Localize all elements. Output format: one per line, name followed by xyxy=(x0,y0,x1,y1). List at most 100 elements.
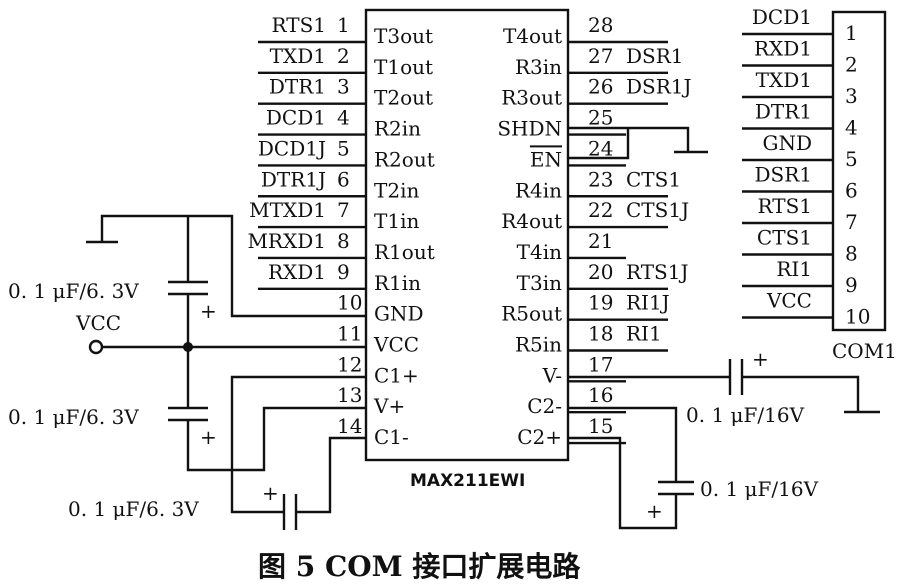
pin-name: T2in xyxy=(374,178,419,202)
pin-signal-label: DTR1J xyxy=(261,167,326,191)
pin-number: 17 xyxy=(588,352,613,376)
pin-name: T3in xyxy=(517,271,562,295)
shdn-en-tie-wire xyxy=(568,126,690,152)
chip-left-pin: VCC 11 xyxy=(337,322,419,357)
pin-name: R3in xyxy=(515,55,562,79)
pin-name: T4out xyxy=(503,24,562,48)
cap-c2-plus: + xyxy=(200,425,217,449)
pin-number: 13 xyxy=(337,383,362,407)
pin-number: 25 xyxy=(588,106,613,130)
pin-name: VCC xyxy=(373,333,419,357)
chip-right-pin: EN 24 xyxy=(530,136,626,171)
pin-number: 8 xyxy=(337,229,350,253)
pin-number: 6 xyxy=(337,167,350,191)
com1-pin-signal: VCC xyxy=(766,289,812,313)
pin-number: 10 xyxy=(337,291,362,315)
com1-pin-signal: DSR1 xyxy=(754,163,812,187)
pin-name: V- xyxy=(542,363,562,387)
pin-name: T2out xyxy=(374,86,433,110)
cap-c2-wire xyxy=(186,406,366,472)
cap-c3-wire-right xyxy=(296,436,366,514)
pin-number: 16 xyxy=(588,383,613,407)
com1-pin-signal: GND xyxy=(762,131,812,155)
chip-name: MAX211EWI xyxy=(410,471,525,491)
pin-name: C1- xyxy=(374,425,409,449)
pin-signal-label: DCD1J xyxy=(258,136,326,160)
cap-c5-label: 0. 1 μF/16V xyxy=(700,477,819,501)
cap-c5-plus: + xyxy=(646,499,663,523)
pin-signal-label: CTS1 xyxy=(626,167,681,191)
pin-name: EN xyxy=(530,147,562,171)
com1-pin-number: 6 xyxy=(845,179,858,203)
com1-pin-number: 3 xyxy=(845,84,858,108)
chip-body xyxy=(364,8,570,462)
cap-c4-label: 0. 1 μF/16V xyxy=(686,403,805,427)
pin-name: C1+ xyxy=(374,363,419,387)
com1-pin-number: 9 xyxy=(845,273,858,297)
chip-left-pin: GND 10 xyxy=(337,291,424,326)
com1-pin-signal: RTS1 xyxy=(758,194,812,218)
cap-c2-label: 0. 1 μF/6. 3V xyxy=(8,405,139,429)
chip-right-pin: C2+15 xyxy=(517,414,626,449)
pin-name: R5in xyxy=(515,333,562,357)
pin-number: 9 xyxy=(337,260,350,284)
pin-name: R4in xyxy=(515,178,562,202)
pin-name: T3out xyxy=(374,24,433,48)
com1-pin-number: 4 xyxy=(845,116,858,140)
chip-left-pin: C1+ 12 xyxy=(337,352,419,387)
pin-number: 11 xyxy=(337,322,362,346)
pin-signal-label: RXD1 xyxy=(268,260,326,284)
pin-signal-label: DTR1 xyxy=(269,75,326,99)
pin-name: R1out xyxy=(374,240,435,264)
vcc-junction-dot xyxy=(183,342,193,352)
pin-number: 27 xyxy=(588,44,613,68)
com1-pin-number: 1 xyxy=(845,21,858,45)
cap-c1-plus: + xyxy=(200,299,217,323)
pin-signal-label: TXD1 xyxy=(270,44,326,68)
com1-pin-signal: CTS1 xyxy=(757,226,812,250)
pin-name: C2+ xyxy=(517,425,562,449)
chip-left-pin: V+ 13 xyxy=(337,383,405,418)
com1-connector-pins: DCD11RXD12TXD13DTR14GND5DSR16RTS17CTS18R… xyxy=(742,5,870,329)
pin-name: T4in xyxy=(517,240,562,264)
pin-signal-label: MTXD1 xyxy=(249,198,326,222)
pin-number: 18 xyxy=(588,322,613,346)
com1-connector-body xyxy=(831,10,887,332)
cap-c5-wire-bottom xyxy=(568,436,678,530)
pin-number: 21 xyxy=(588,229,613,253)
pin-number: 14 xyxy=(337,414,362,438)
chip-right-pin: V- 17 xyxy=(542,352,626,387)
pin-signal-label: RTS1J xyxy=(626,260,689,284)
pin-number: 5 xyxy=(337,136,350,160)
chip-left-pin: T2in 6 DTR1J xyxy=(258,167,419,202)
chip-right-pin: T4in 21 xyxy=(517,229,626,264)
chip-right-pin: C2-16 xyxy=(527,383,626,418)
pin-name: GND xyxy=(374,302,424,326)
com1-pin-number: 10 xyxy=(845,305,870,329)
pin-signal-label: RI1 xyxy=(626,322,662,346)
com1-pin-number: 2 xyxy=(845,53,858,77)
chip-right-pin: R5in 18 RI1 xyxy=(515,322,668,357)
pin-number: 24 xyxy=(588,136,613,160)
pin-name: V+ xyxy=(373,394,405,418)
pin-name: R5out xyxy=(501,302,562,326)
com1-pin-signal: DTR1 xyxy=(755,100,812,124)
pin-number: 12 xyxy=(337,352,362,376)
pin-number: 26 xyxy=(588,75,613,99)
pin-signal-label: MRXD1 xyxy=(247,229,326,253)
vcc-terminal xyxy=(88,339,104,355)
